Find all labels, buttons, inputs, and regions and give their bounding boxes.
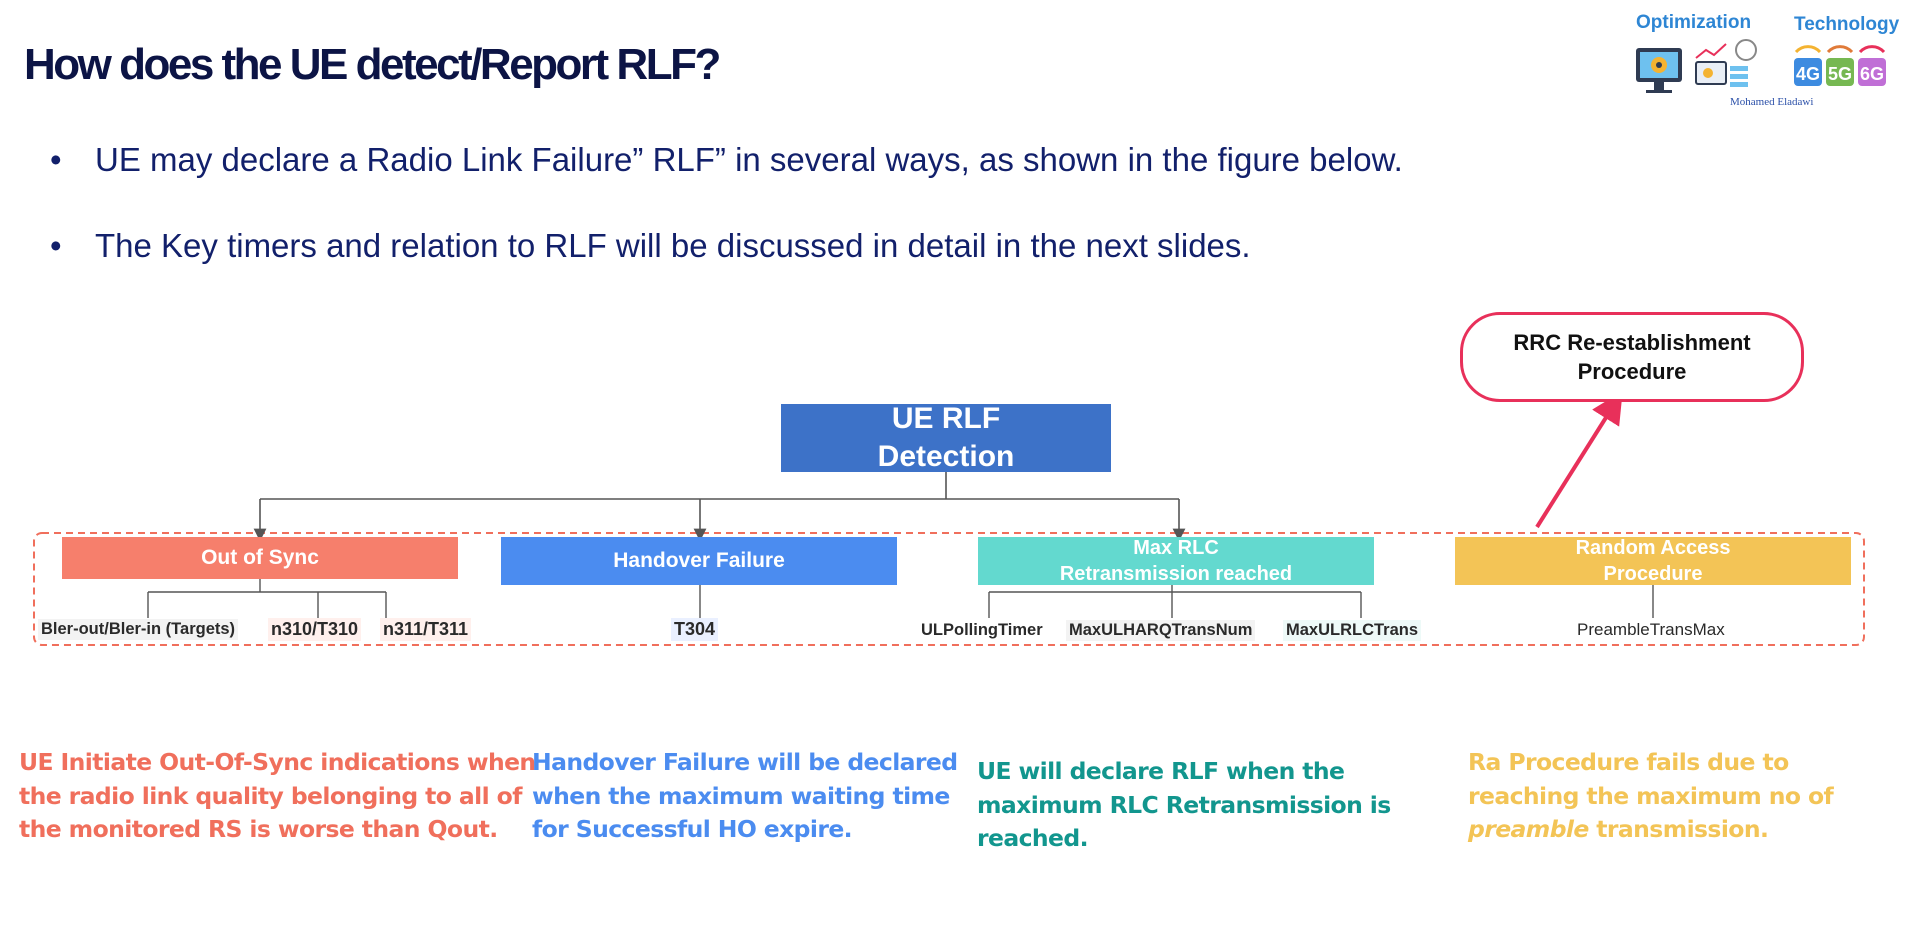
description-out-of-sync: UE Initiate Out-Of-Sync indications when… [19, 746, 536, 847]
param-max-ul-harq-trans-num: MaxULHARQTransNum [1066, 620, 1256, 641]
slide-title: How does the UE detect/Report RLF? [24, 40, 721, 89]
generation-6g-label: 6G [1860, 64, 1884, 84]
desc-line: Ra Procedure fails due to [1468, 748, 1789, 776]
root-line1: UE RLF [891, 402, 1001, 435]
root-line2: Detection [877, 440, 1015, 473]
param-n311-t311: n311/T311 [380, 618, 472, 641]
rrc-line2: Procedure [1577, 359, 1687, 384]
rrc-arrow [1535, 391, 1623, 529]
bullet-text: UE may declare a Radio Link Failure” RLF… [95, 141, 1403, 178]
branch-container-dashed [33, 532, 1865, 646]
generation-4g-label: 4G [1796, 64, 1820, 84]
param-preamble-trans-max: PreambleTransMax [1577, 620, 1725, 639]
bullet-item: • UE may declare a Radio Link Failure” RL… [50, 141, 1403, 179]
desc-line: when the maximum waiting time [532, 781, 950, 810]
rrc-line1: RRC Re-establishment [1513, 330, 1751, 355]
random-access-line2: Procedure [1603, 563, 1703, 585]
random-access-line1: Random Access [1575, 537, 1731, 559]
bullet-dot: • [50, 227, 62, 264]
signal-4g-icon [1794, 45, 1822, 86]
root-node-ue-rlf-detection: UE RLF Detection [781, 402, 1111, 473]
branch-out-of-sync: Out of Sync [62, 537, 458, 579]
description-handover: Handover Failure will be declared when t… [532, 746, 958, 847]
desc-line: for Successful HO expire. [532, 815, 853, 843]
desc-tail: transmission. [1588, 815, 1769, 843]
param-ul-polling-timer: ULPollingTimer [921, 621, 1043, 639]
logo-optimization-label: Optimization [1636, 12, 1752, 33]
desc-line: maximum RLC Retransmission is [977, 790, 1391, 819]
branch-max-rlc: Max RLC Retransmission reached [978, 537, 1374, 585]
desc-line: the radio link quality belonging to all … [19, 781, 522, 810]
max-rlc-line1: Max RLC [1133, 537, 1219, 559]
analytics-icon [1695, 39, 1757, 87]
bullet-text: The Key timers and relation to RLF will … [95, 227, 1251, 264]
description-random-access: Ra Procedure fails due to reaching the m… [1468, 746, 1834, 847]
desc-line: UE Initiate Out-Of-Sync indications when [19, 748, 536, 776]
desc-italic-preamble: preamble [1468, 815, 1589, 843]
bullet-dot: • [50, 141, 62, 178]
monitor-gear-icon [1636, 48, 1682, 93]
max-rlc-line2: Retransmission reached [1059, 563, 1293, 585]
generation-5g-label: 5G [1828, 64, 1852, 84]
logo-author: Mohamed Eladawi [1730, 96, 1814, 108]
desc-line: preamble transmission. [1468, 813, 1833, 847]
desc-line: UE will declare RLF when the [977, 757, 1345, 785]
signal-6g-icon [1858, 45, 1886, 86]
desc-line: reaching the maximum no of [1468, 781, 1834, 810]
param-bler-targets: Bler-out/Bler-in (Targets) [38, 619, 239, 640]
param-max-ul-rlc-trans: MaxULRLCTrans [1283, 620, 1422, 641]
param-connectors [147, 579, 1654, 618]
branch-handover-failure: Handover Failure [501, 537, 897, 585]
tree-connectors [253, 472, 1186, 542]
desc-line: the monitored RS is worse than Qout. [19, 815, 498, 843]
signal-5g-icon [1826, 45, 1854, 86]
bullet-item: • The Key timers and relation to RLF will… [50, 227, 1251, 265]
description-max-rlc: UE will declare RLF when the maximum RLC… [977, 755, 1391, 856]
param-t304: T304 [671, 618, 719, 641]
logo-technology-label: Technology [1794, 14, 1900, 35]
desc-line: Handover Failure will be declared [532, 748, 958, 776]
desc-line: reached. [977, 824, 1089, 852]
param-n310-t310: n310/T310 [268, 618, 362, 641]
